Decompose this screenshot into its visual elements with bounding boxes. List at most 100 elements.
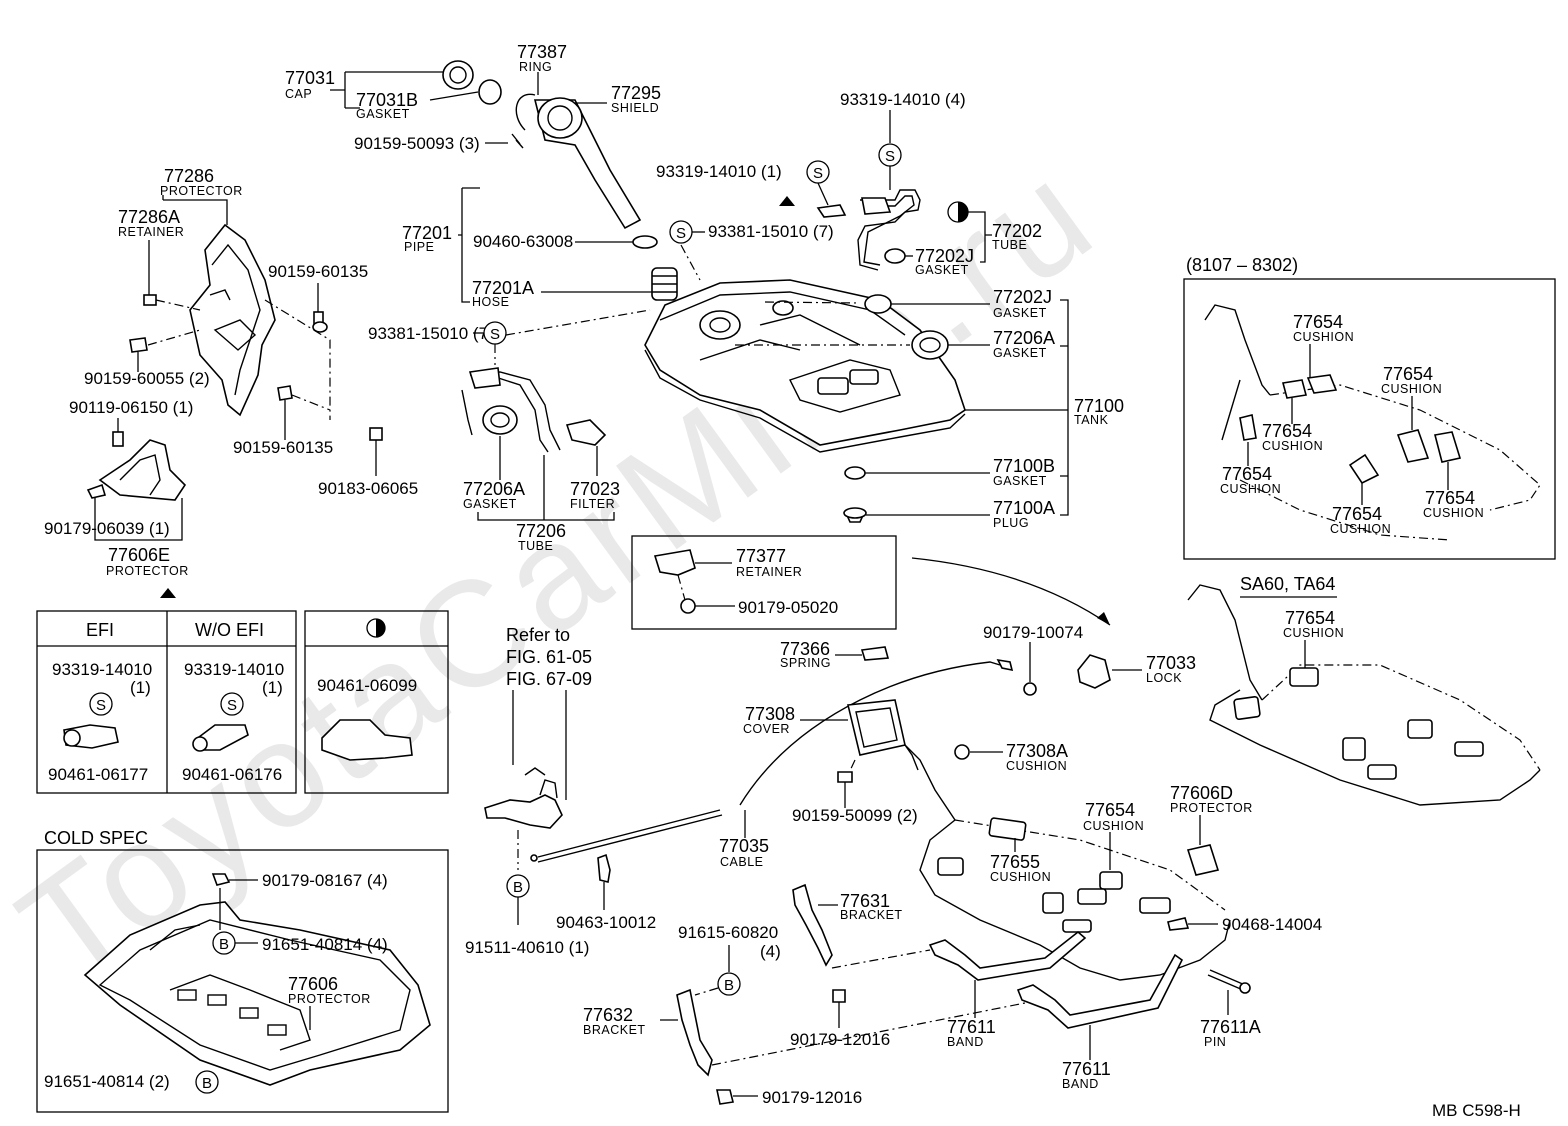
range-label-4-name: CUSHION <box>1220 482 1281 496</box>
label-77033-name: LOCK <box>1146 671 1182 685</box>
label-77631-name: BRACKET <box>840 908 903 922</box>
label-77366: 77366 <box>780 639 830 659</box>
table-efi-qty: (1) <box>130 678 151 697</box>
table-half-part: 90461-06099 <box>317 676 417 695</box>
label-77202j-name: GASKET <box>915 263 969 277</box>
label-77100b-name: GASKET <box>993 474 1047 488</box>
range-label-6-name: CUSHION <box>1423 506 1484 520</box>
range-label-5: 77654 <box>1332 504 1382 524</box>
label-90119-06150: 90119-06150 (1) <box>69 398 193 417</box>
label-77286-name: PROTECTOR <box>160 184 243 198</box>
sa60-floor <box>1187 584 1541 806</box>
label-77206-name: TUBE <box>518 539 553 553</box>
floor-pan <box>904 744 1231 981</box>
label-77655: 77655 <box>990 852 1040 872</box>
s-symbol: S <box>676 225 686 242</box>
label-77308-name: COVER <box>743 722 790 736</box>
label-77031: 77031 <box>285 68 335 88</box>
tube-77202 <box>857 189 921 271</box>
label-77035: 77035 <box>719 836 769 856</box>
label-77202j-2-name: GASKET <box>993 306 1047 320</box>
label-77035-name: CABLE <box>720 855 764 869</box>
label-77655-name: CUSHION <box>990 870 1051 884</box>
table-efi-part: 90461-06177 <box>48 765 148 784</box>
label-77100a: 77100A <box>993 498 1055 518</box>
cold-spec-panel: COLD SPEC <box>36 828 449 1113</box>
s-symbol: S <box>885 148 895 165</box>
table-woefi-bolt: 93319-14010 <box>184 660 284 679</box>
label-77387-name: RING <box>519 60 552 74</box>
table-woefi-part: 90461-06176 <box>182 765 282 784</box>
filler-cap-assembly <box>442 60 642 230</box>
label-77611-a: 77611 <box>947 1017 996 1037</box>
label-90463-10012: 90463-10012 <box>556 913 656 932</box>
efi-triangle-icon <box>779 196 795 206</box>
label-90468-14004: 90468-14004 <box>1222 915 1322 934</box>
label-77606e-name: PROTECTOR <box>106 564 189 578</box>
label-77202-name: TUBE <box>992 238 1027 252</box>
label-77201a-name: HOSE <box>472 295 509 309</box>
label-77206a-2: 77206A <box>463 479 525 499</box>
label-77201-name: PIPE <box>404 240 435 254</box>
label-90179-06039: 90179-06039 (1) <box>44 519 170 538</box>
opener-lever <box>484 767 563 829</box>
label-90159-60055: 90159-60055 (2) <box>84 369 210 388</box>
label-77606: 77606 <box>288 974 338 994</box>
range-label-2: 77654 <box>1383 364 1433 384</box>
range-panel <box>1183 278 1556 560</box>
label-77295-name: SHIELD <box>611 101 659 115</box>
table-efi-bolt: 93319-14010 <box>52 660 152 679</box>
label-77295: 77295 <box>611 83 661 103</box>
label-77611a-pin-name: PIN <box>1204 1035 1226 1049</box>
label-77366-name: SPRING <box>780 656 831 670</box>
label-77308a-name: CUSHION <box>1006 759 1067 773</box>
label-77606d-name: PROTECTOR <box>1170 801 1253 815</box>
range-label-4: 77654 <box>1222 464 1272 484</box>
label-77606-name: PROTECTOR <box>288 992 371 1006</box>
sender-tube-77206 <box>461 367 607 453</box>
label-77202: 77202 <box>992 221 1042 241</box>
efi-triangle-icon <box>160 588 176 598</box>
label-91615-60820-qty: (4) <box>760 942 781 961</box>
protector-77286 <box>189 223 276 417</box>
label-91511-40610: 91511-40610 (1) <box>465 938 589 957</box>
label-90159-60135-b: 90159-60135 <box>233 438 333 457</box>
label-77654-mid: 77654 <box>1085 800 1135 820</box>
label-90179-05020: 90179-05020 <box>738 598 838 617</box>
refer-fig-67: FIG. 67-09 <box>506 669 592 689</box>
label-77206a-name: GASKET <box>993 346 1047 360</box>
label-77611-a-name: BAND <box>947 1035 984 1049</box>
label-77286a-name: RETAINER <box>118 225 184 239</box>
label-91651-40814-4: 91651-40814 (4) <box>262 935 388 954</box>
s-symbol: S <box>96 697 106 714</box>
label-77308a: 77308A <box>1006 741 1068 761</box>
label-77206: 77206 <box>516 521 566 541</box>
label-93381-15010-top: 93381-15010 (7) <box>708 222 834 241</box>
range-label-3: 77654 <box>1262 421 1312 441</box>
label-77031-name: CAP <box>285 87 312 101</box>
sa60-header: SA60, TA64 <box>1240 574 1335 594</box>
label-90179-12016-a: 90179-12016 <box>790 1030 890 1049</box>
label-77206a-2-name: GASKET <box>463 497 517 511</box>
fuel-tank-77100 <box>644 279 966 453</box>
label-77387: 77387 <box>517 42 567 62</box>
footer-code: MB C598-H <box>1432 1101 1521 1120</box>
label-77100b: 77100B <box>993 456 1055 476</box>
label-77202j: 77202J <box>915 246 974 266</box>
label-77377-name: RETAINER <box>736 565 802 579</box>
label-77023-name: FILTER <box>570 497 615 511</box>
s-symbol: S <box>490 326 500 343</box>
table-header-wo-efi: W/O EFI <box>195 620 264 640</box>
s-symbol: S <box>813 165 823 182</box>
label-90179-10074: 90179-10074 <box>983 623 1083 642</box>
label-91651-40814-2: 91651-40814 (2) <box>44 1072 170 1091</box>
b-symbol: B <box>219 936 229 953</box>
b-symbol: B <box>513 879 523 896</box>
retainer-box <box>631 535 897 630</box>
range-label-5-name: CUSHION <box>1330 522 1391 536</box>
label-93381-15010-left: 93381-15010 (7) <box>368 324 494 343</box>
label-93319-14010-4: 93319-14010 (4) <box>840 90 966 109</box>
label-90179-12016-b: 90179-12016 <box>762 1088 862 1107</box>
